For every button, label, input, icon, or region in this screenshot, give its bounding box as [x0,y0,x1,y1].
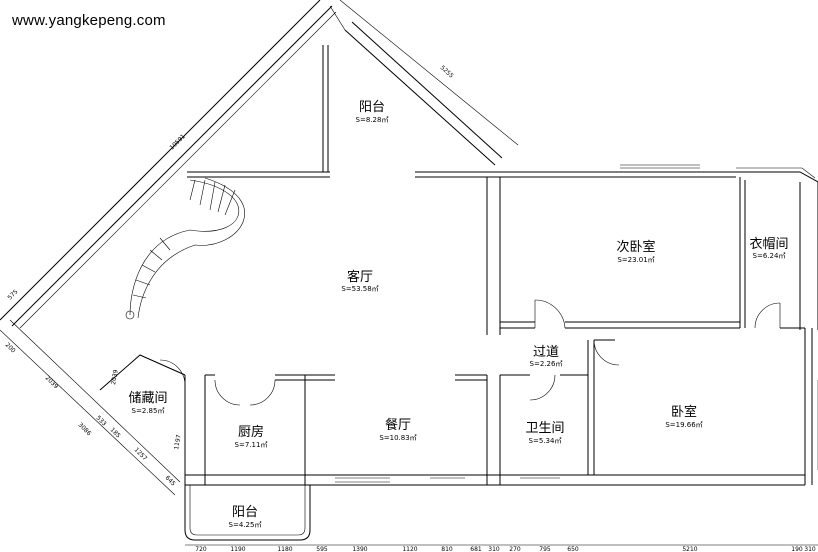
dimension-label: 1180 [277,546,292,552]
dimension-label: 270 [509,546,521,552]
dimension-label: 5255 [439,64,455,80]
dimension-label: 310 [804,546,816,552]
staircase [125,177,245,320]
dimension-label: 595 [316,546,328,552]
dimension-label: 190 [791,546,803,552]
room-storage: 储藏间 S=2.85㎡ [128,391,167,415]
room-name: 阳台 [359,100,385,115]
room-area: S=6.24㎡ [753,252,786,260]
room-name: 阳台 [232,505,258,520]
dimension-label: 185 [109,426,122,439]
dimension-label: 10591 [168,133,187,152]
room-area: S=19.66㎡ [665,421,702,429]
small-balcony [184,485,311,541]
dimension-label: 1190 [230,546,245,552]
dimension-label: 1257 [133,446,149,462]
room-area: S=53.58㎡ [341,285,378,293]
dimension-label: 1197 [173,434,183,450]
dimension-label: 2039 [44,374,60,390]
room-corridor: 过道 S=2.26㎡ [530,345,563,368]
room-bathroom: 卫生间 S=5.34㎡ [525,421,564,445]
room-dining: 餐厅 S=10.83㎡ [379,417,416,442]
room-master-bedroom: 卧室 S=19.66㎡ [665,404,702,429]
door-arc [534,299,566,329]
room-name: 储藏间 [128,391,167,406]
dimension-label: 1120 [402,546,417,552]
dimension-label: 3086 [77,421,93,437]
dimension-line-left [0,329,176,496]
room-kitchen: 厨房 S=7.11㎡ [235,424,268,449]
dimension-label: 2039 [110,369,120,385]
room-area: S=10.83㎡ [379,434,416,442]
room-area: S=4.25㎡ [229,521,262,529]
diagonal-wall [0,0,337,329]
dimension-label: 200 [4,341,17,354]
dimension-label: 720 [195,546,207,552]
storage-walls [99,354,186,391]
room-cloakroom: 衣帽间 S=6.24㎡ [749,236,788,260]
room-area: S=5.34㎡ [529,437,562,445]
dimension-label: 650 [567,546,579,552]
balcony-railing [329,0,519,166]
watermark-text: www.yangkepeng.com [12,12,166,29]
room-balcony-top: 阳台 S=8.28㎡ [356,100,389,124]
room-second-bedroom: 次卧室 S=23.01㎡ [616,239,655,264]
room-area: S=7.11㎡ [235,441,268,449]
dimension-label: 5210 [682,546,697,552]
room-name: 餐厅 [385,417,411,433]
dimension-label: 795 [539,546,551,552]
room-area: S=8.28㎡ [356,116,389,124]
dimension-label: 645 [164,474,177,487]
dimension-label: 533 [95,414,108,427]
dimension-label: 681 [470,546,482,552]
dimension-label: 310 [488,546,500,552]
room-name: 厨房 [238,424,264,440]
room-name: 卫生间 [525,421,564,436]
dimension-label: 1390 [352,546,367,552]
dimension-label: 575 [6,288,19,301]
room-area: S=2.85㎡ [132,407,165,415]
room-name: 卧室 [671,404,697,420]
dimension-label: 810 [441,546,453,552]
room-area: S=2.26㎡ [530,360,563,368]
wardrobe-bay [736,171,818,330]
room-balcony-small: 阳台 S=4.25㎡ [229,505,262,529]
room-name: 过道 [533,345,559,360]
room-area: S=23.01㎡ [617,256,654,264]
room-name: 衣帽间 [749,236,788,252]
room-living: 客厅 S=53.58㎡ [341,269,378,293]
room-name: 客厅 [347,269,373,285]
room-name: 次卧室 [616,239,655,255]
